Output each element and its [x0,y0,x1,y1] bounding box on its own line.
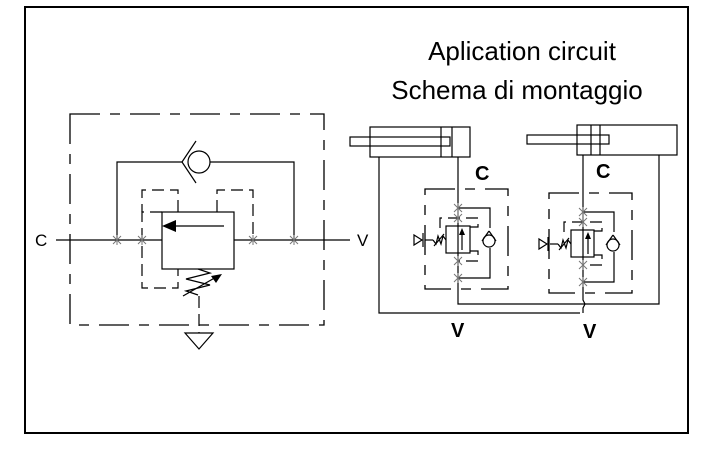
junction-marks [112,235,299,245]
title-line-2: Schema di montaggio [391,75,642,105]
pilot-line-right [216,189,254,240]
line-v-return [378,157,580,314]
pilot-bottom [458,250,479,262]
pilot-line-left-top [141,189,179,212]
adjust-arrow-icon [182,275,219,297]
cylinder-body [369,126,471,158]
flow-arrowhead-icon [585,232,591,239]
junction-marks [578,207,588,287]
valve-body [161,211,235,270]
port-c-label: C [35,231,47,250]
bypass-line-right [210,161,295,240]
circuit-1-port-c: C [475,163,489,185]
bypass-top [583,211,615,232]
valve-symbol-diagram: C V [35,113,369,350]
line-return [600,155,660,305]
check-valve-icon [605,234,621,252]
bypass-bottom [458,248,491,279]
tank-icon [183,332,215,350]
junction-marks [453,203,463,283]
adjust-arrow-icon [433,233,445,247]
diagram-frame [24,6,689,434]
valve-envelope [548,192,633,294]
cylinder-rod [526,134,610,145]
line-c-main [582,155,586,313]
application-circuit-2: C V [526,124,678,343]
flow-arrowhead-icon [162,220,176,232]
circuit-2-port-v: V [583,321,597,343]
adjust-arrowhead-icon [211,274,222,283]
adjust-arrow-icon [558,237,570,251]
valve-envelope [424,188,509,290]
flow-arrowhead-icon [459,228,465,235]
pilot-bottom [583,254,603,266]
check-valve-icon [481,230,497,248]
bypass-top [458,207,491,228]
bypass-line-left [116,161,182,240]
spring-icon [183,268,213,296]
pilot-top [563,221,603,232]
application-circuit-1: C V [349,126,600,342]
outer-envelope [69,113,325,326]
port-v-label: V [357,231,369,250]
cylinder-rod [349,136,451,147]
check-valve-icon [181,140,211,184]
pilot-top [439,217,479,228]
cylinder-body [576,124,678,156]
title-line-1: Aplication circuit [428,36,617,66]
circuit-1-port-v: V [451,320,465,342]
bypass-bottom [583,252,615,283]
circuit-2-port-c: C [596,161,610,183]
pilot-line-left [141,211,179,289]
tank-icon [538,237,549,251]
tank-icon [413,233,424,247]
